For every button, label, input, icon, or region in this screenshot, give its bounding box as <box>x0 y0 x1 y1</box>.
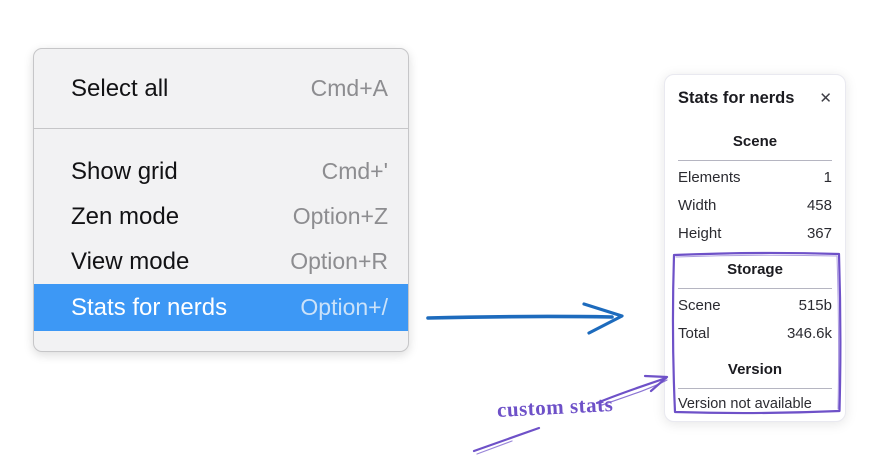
scene-section-heading: Scene <box>732 133 778 150</box>
stat-label: Scene <box>678 296 721 314</box>
blue-arrow <box>426 302 624 335</box>
stat-row-total-size: Total 346.6k <box>678 319 832 347</box>
version-note: Version not available <box>678 396 812 412</box>
stat-value: 346.6k <box>786 324 832 342</box>
menu-item-show-grid[interactable]: Show grid Cmd+' <box>34 149 408 194</box>
stat-value: 1 <box>823 168 832 186</box>
menu-item-label: Zen mode <box>71 202 180 230</box>
stat-row-scene-size: Scene 515b <box>678 291 832 319</box>
storage-section-heading: Storage <box>727 261 783 278</box>
stats-panel: Stats for nerds ✕ Scene Elements 1 Width… <box>664 74 846 422</box>
stat-value: 367 <box>806 224 832 242</box>
stat-row-elements: Elements 1 <box>678 163 832 191</box>
menu-item-shortcut: Option+R <box>290 248 388 274</box>
stat-label: Height <box>678 224 722 242</box>
menu-item-stats-for-nerds[interactable]: Stats for nerds Option+/ <box>34 284 408 331</box>
stat-label: Elements <box>678 168 741 186</box>
menu-item-select-all[interactable]: Select all Cmd+A <box>34 49 408 128</box>
stat-row-width: Width 458 <box>678 191 832 219</box>
stats-panel-header: Stats for nerds ✕ <box>678 87 832 109</box>
menu-item-zen-mode[interactable]: Zen mode Option+Z <box>34 194 408 239</box>
menu-item-shortcut: Cmd+' <box>321 158 388 184</box>
menu-group: Show grid Cmd+' Zen mode Option+Z View m… <box>34 129 408 331</box>
menu-item-label: Stats for nerds <box>71 293 228 321</box>
close-icon[interactable]: ✕ <box>819 89 832 107</box>
menu-item-label: Select all <box>71 74 169 102</box>
version-section-heading: Version <box>727 361 783 378</box>
menu-item-shortcut: Option+Z <box>292 203 388 229</box>
section-divider <box>678 288 832 289</box>
section-divider <box>678 160 832 161</box>
stat-label: Width <box>678 196 717 214</box>
stat-label: Total <box>678 324 710 342</box>
stat-row-height: Height 367 <box>678 219 832 247</box>
menu-item-label: View mode <box>71 247 190 275</box>
menu-item-view-mode[interactable]: View mode Option+R <box>34 239 408 284</box>
stat-value: 515b <box>798 296 832 314</box>
purple-underline-stroke <box>472 426 541 455</box>
menu-item-shortcut: Cmd+A <box>310 75 388 101</box>
stats-panel-title: Stats for nerds <box>678 88 795 107</box>
stat-value: 458 <box>806 196 832 214</box>
menu-separator <box>34 128 408 129</box>
custom-stats-label: custom stats <box>496 391 614 423</box>
context-menu: Select all Cmd+A Show grid Cmd+' Zen mod… <box>33 48 409 352</box>
menu-item-shortcut: Option+/ <box>300 294 388 320</box>
menu-item-label: Show grid <box>71 157 178 185</box>
section-divider <box>678 388 832 389</box>
